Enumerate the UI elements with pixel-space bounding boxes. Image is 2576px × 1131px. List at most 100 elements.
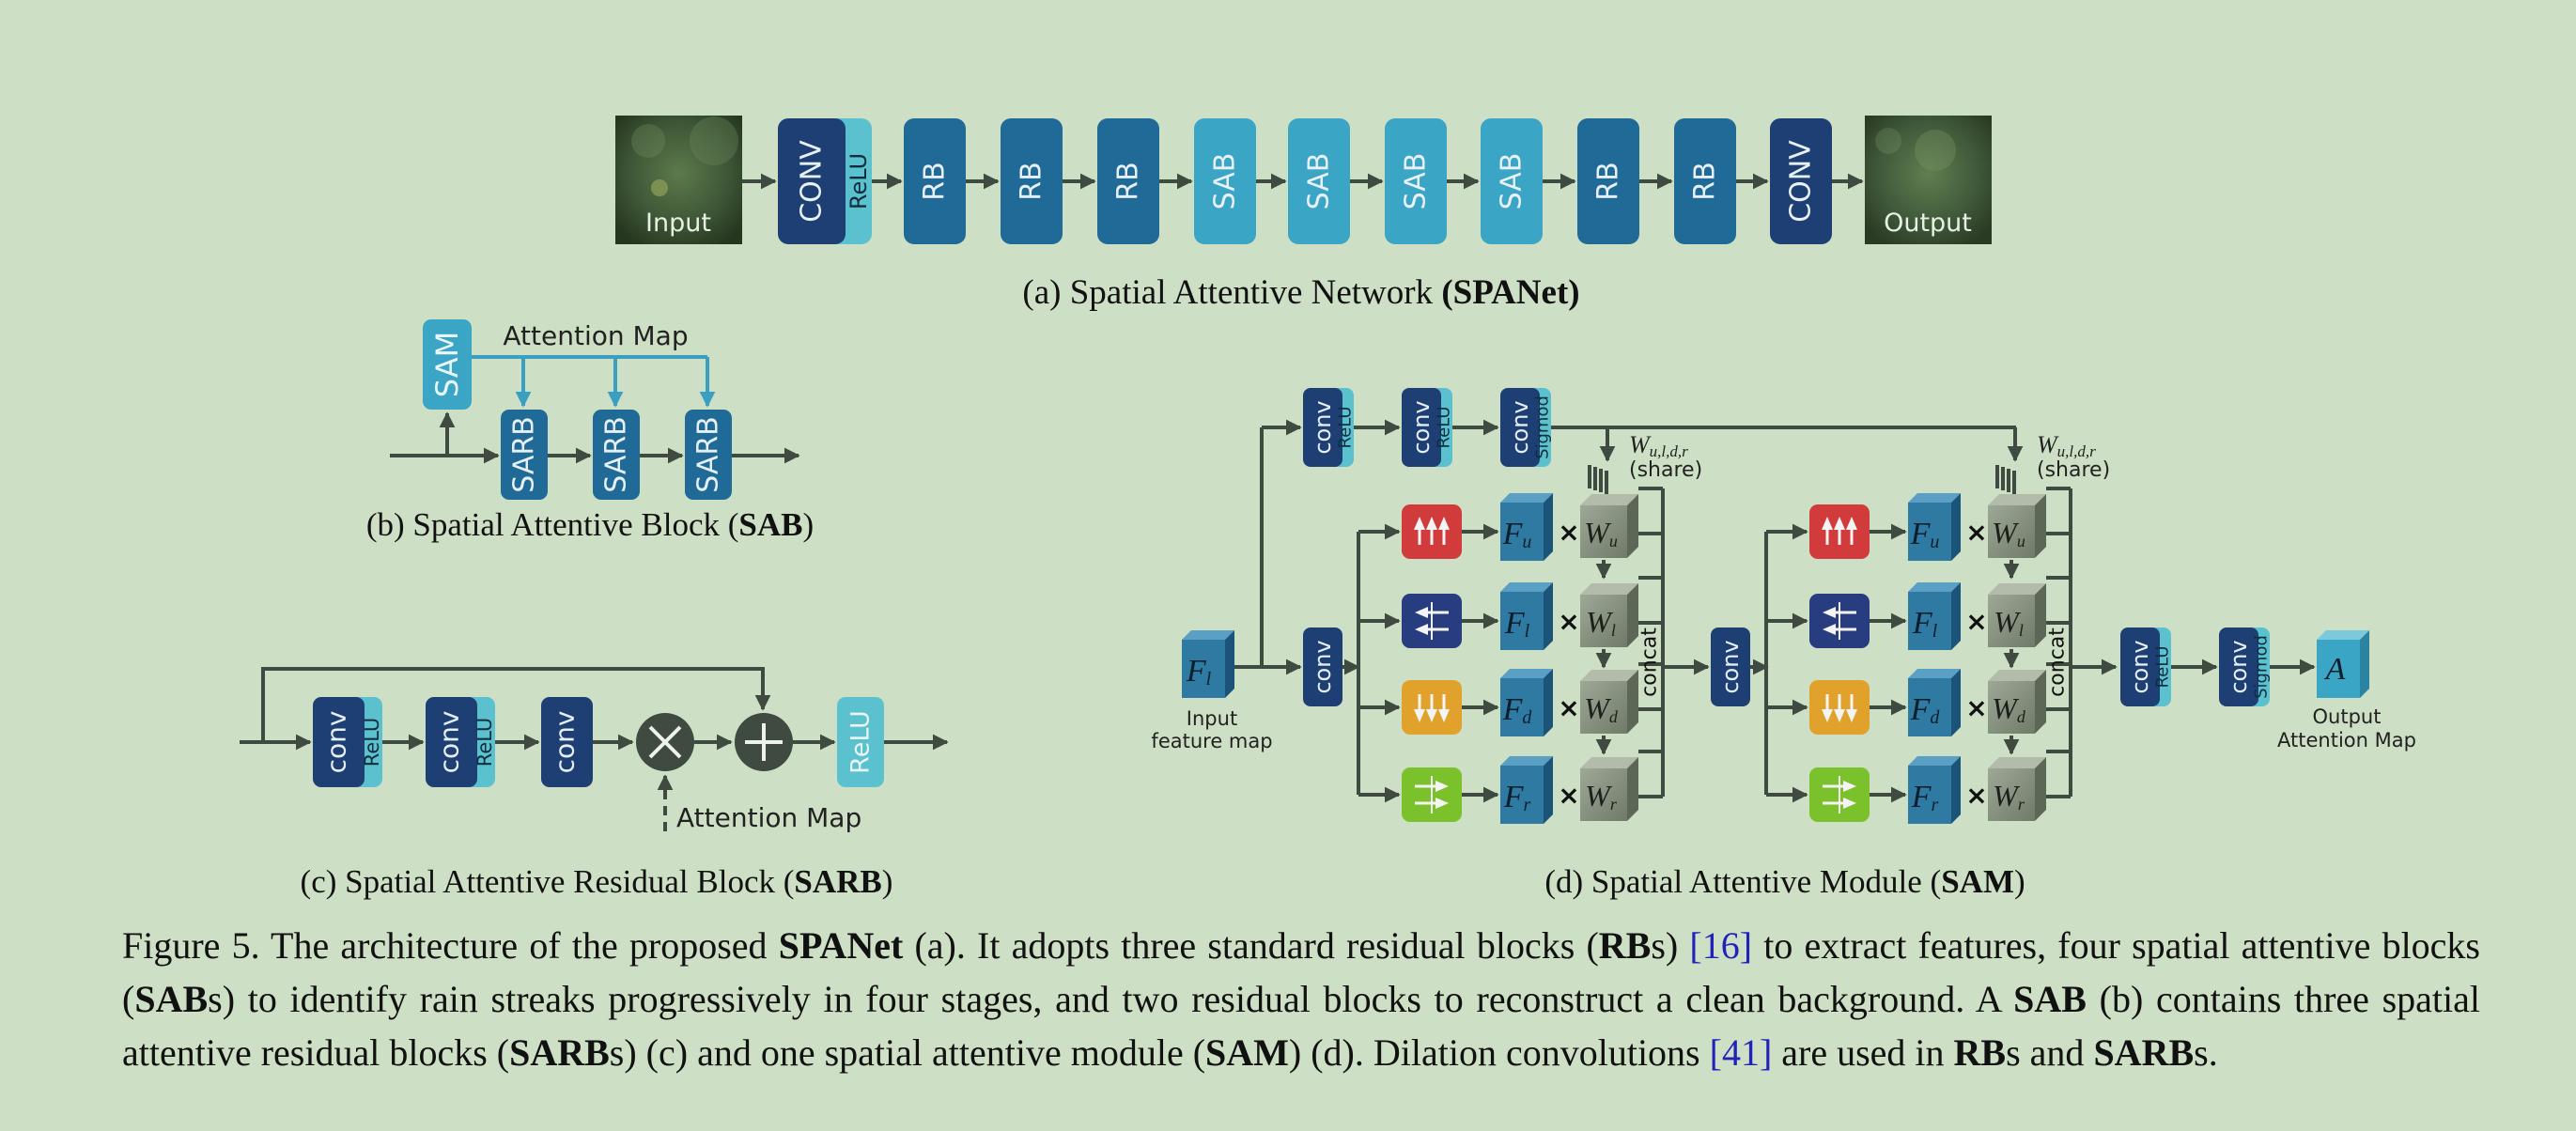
block-label: CONV [796,140,829,223]
add-node [735,713,793,771]
activation-label: Sigmod [2252,635,2272,699]
svg-text:SARB: SARB [508,416,541,493]
times-symbol: × [1965,517,1987,548]
direction-r-1 [1402,767,1462,822]
direction-u-1 [1402,504,1462,559]
citation-41[interactable]: [41] [1709,1031,1773,1074]
relu-label: ReLU [846,153,872,209]
block-label: CONV [1785,140,1818,223]
output-symbol: A [2324,652,2346,687]
block-label: SAB [1496,153,1529,210]
times-symbol: × [1965,692,1987,723]
feature-symbol: Fu [1910,517,1940,552]
panel-c-caption: (c) Spatial Attentive Residual Block (SA… [301,863,893,900]
feature-fd-1: Fd [1500,669,1553,736]
times-symbol: × [1965,780,1987,811]
panel-b-sab: SAM Attention Map SARB SARB SARB (b) Spa… [366,319,814,543]
conv-label: conv [1408,400,1435,454]
feature-symbol: Fd [1910,692,1941,728]
sarb-block-3: SARB [685,410,732,500]
block-label: RB [1016,162,1048,200]
feature-symbol: Fr [1503,780,1531,815]
feature-fl-1: Fl [1500,582,1553,650]
weight-wu-1: Wu [1580,494,1638,558]
block-rb-9: RB [1577,118,1639,244]
weight-wl-2: Wl [1988,583,2046,647]
activation-label: ReLU [1336,406,1356,448]
weight-wr-1: Wr [1580,757,1638,821]
activation-label: ReLU [2153,645,2173,688]
attention-map-label-c: Attention Map [676,802,861,833]
conv-label: conv [1507,400,1533,454]
block-label: RB [919,162,952,200]
times-symbol: × [1558,780,1579,811]
direction-d-2 [1809,680,1870,735]
weight-symbol: Wu [1992,516,2025,550]
svg-text:ReLU: ReLU [846,710,876,774]
weight-wr-2: Wr [1988,757,2046,821]
panel-a-caption: (a) Spatial Attentive Network (SPANet) [1022,273,1579,312]
block-sab-6: SAB [1288,118,1350,244]
feature-fd-2: Fd [1908,669,1961,736]
svg-text:conv: conv [550,711,581,774]
svg-text:SARB: SARB [600,416,633,493]
block-sab-5: SAB [1194,118,1256,244]
block-conv-11: CONV [1770,118,1832,244]
block-rb-3: RB [1001,118,1063,244]
sarb-conv-relu-1: conv ReLU [313,697,383,787]
sarb-conv-3: conv [541,697,593,787]
direction-d-1 [1402,680,1462,735]
feature-symbol: Fr [1911,780,1939,815]
panel-b-caption: (b) Spatial Attentive Block (SAB) [366,506,814,543]
direction-l-1 [1402,594,1462,648]
conv-1: conv [1303,627,1342,706]
conv-label: conv [1717,640,1744,693]
times-symbol: × [1558,692,1579,723]
input-feature-map: Fl [1182,630,1234,698]
input-label: Input [645,209,711,238]
panel-c-sarb: conv ReLU conv ReLU conv ReLU [240,667,949,900]
weight-symbol: Wd [1584,691,1619,726]
activation-label: ReLU [1435,406,1454,448]
multiply-node [636,713,694,771]
weight-wd-1: Wd [1580,670,1638,734]
conv-label: conv [2127,640,2153,693]
panel-d-caption: (d) Spatial Attentive Module (SAM) [1544,863,2025,900]
share-label: (share) [2037,458,2110,482]
sarb-block-1: SARB [501,410,548,500]
citation-16[interactable]: [16] [1689,924,1753,967]
input-caption: Input [1187,707,1237,730]
feature-fu-1: Fu [1500,493,1553,561]
times-symbol: × [1965,606,1987,637]
svg-text:ReLU: ReLU [473,718,496,767]
weight-wl-1: Wl [1580,583,1638,647]
concat-label: concat [1638,627,1662,697]
output-caption: Attention Map [2277,729,2416,751]
block-label: RB [1592,162,1625,200]
feature-fl-2: Fl [1908,582,1961,650]
conv-label: conv [1310,640,1336,693]
weight-symbol: Wl [1994,605,2024,640]
svg-text:SARB: SARB [692,416,725,493]
output-caption: Output [2313,705,2382,728]
connector-line [1234,427,1264,669]
feature-symbol: Fu [1502,517,1532,552]
feature-symbol: Fl [1912,606,1938,642]
block-conv-1: CONV ReLU [778,118,872,244]
sarb-conv-relu-2: conv ReLU [426,697,496,787]
sam-block [423,319,472,410]
feature-symbol: Fl [1504,606,1530,642]
block-rb-2: RB [904,118,966,244]
direction-l-2 [1809,594,1870,648]
conv-label: conv [1310,400,1336,454]
weight-symbol: Wr [1585,779,1618,813]
weight-symbol: Wl [1586,605,1616,640]
